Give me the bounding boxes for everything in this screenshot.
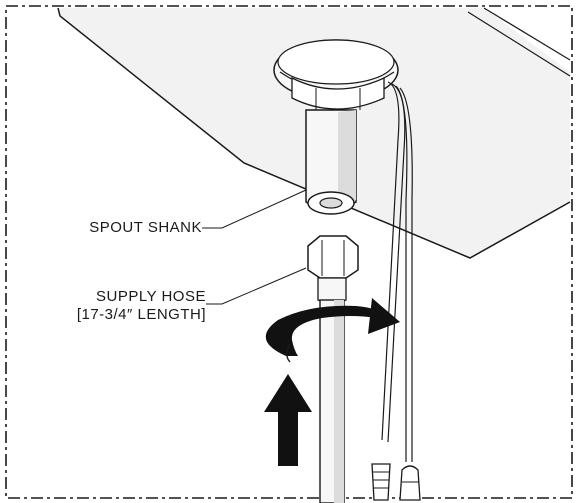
supply-hose-length-label: [17-3/4″ LENGTH] xyxy=(76,306,206,323)
countertop-top-edge-2 xyxy=(467,11,571,77)
rotate-clockwise-arrow-icon xyxy=(265,298,400,363)
spout-shank-leader xyxy=(202,189,307,229)
supply-tube-3 xyxy=(395,85,408,462)
spout-shank-shadow xyxy=(338,110,356,206)
countertop-top-edge-1 xyxy=(483,7,571,61)
mounting-base-top xyxy=(277,39,395,85)
spout-shank-label: SPOUT SHANK xyxy=(89,219,202,236)
dashed-border xyxy=(5,5,573,499)
supply-hose-collar xyxy=(317,277,347,304)
supply-hose-nut xyxy=(307,235,359,279)
supply-hose-label: SUPPLY HOSE xyxy=(96,288,206,305)
supply-tube-1 xyxy=(381,81,400,441)
mounting-nut xyxy=(291,76,385,110)
tube-fitting-left xyxy=(371,463,391,501)
spout-shank-bore xyxy=(319,197,343,209)
countertop-edge xyxy=(57,7,571,259)
supply-tube-4 xyxy=(399,87,413,462)
up-arrow-icon xyxy=(264,374,312,466)
supply-hose-shadow xyxy=(334,300,344,503)
tube-fitting-right xyxy=(399,465,421,501)
supply-hose-leader xyxy=(206,267,307,305)
